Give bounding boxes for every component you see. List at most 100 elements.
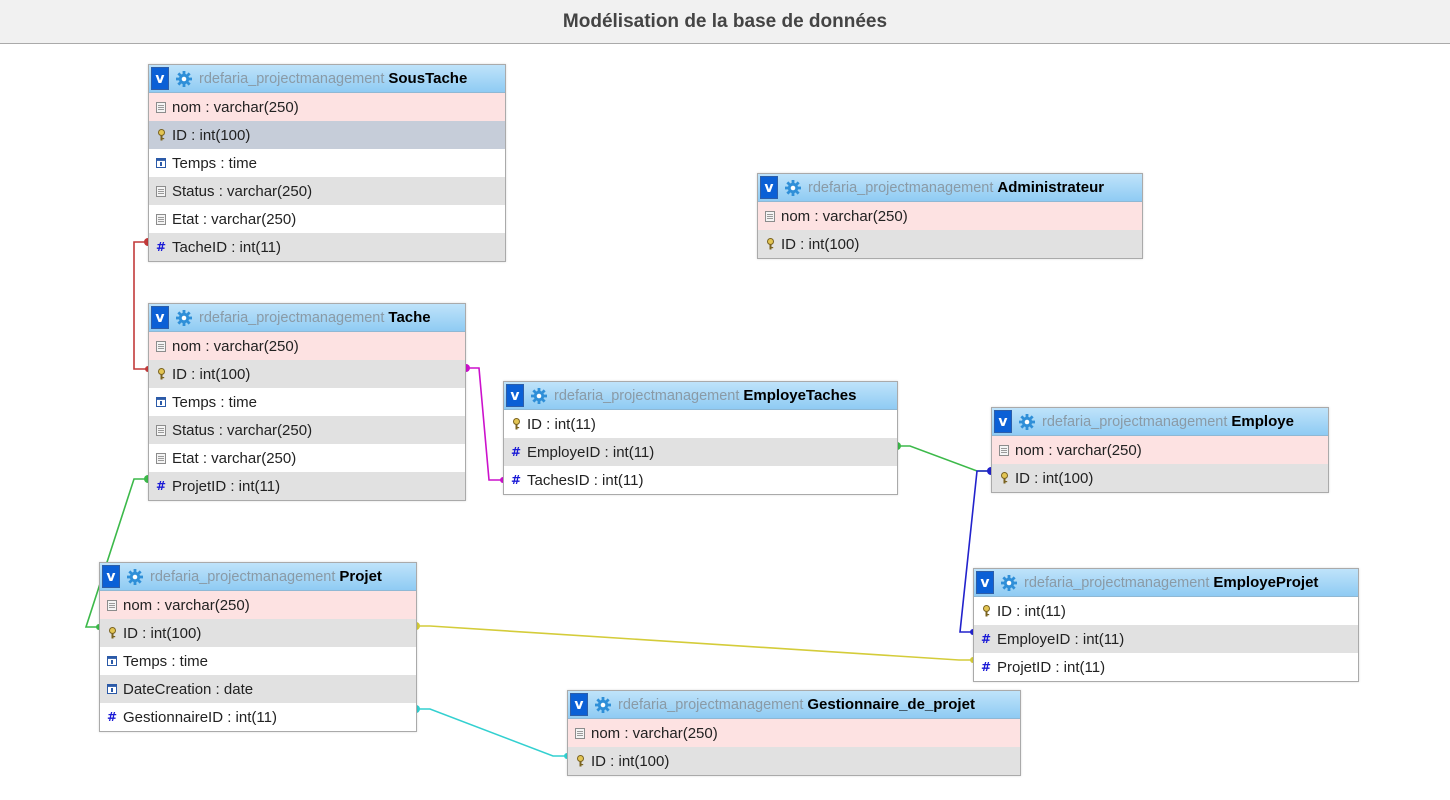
gear-icon[interactable] <box>126 568 144 586</box>
field-label: TachesID : int(11) <box>527 471 644 489</box>
toggle-columns-button[interactable]: v <box>976 571 994 594</box>
field-row[interactable]: ID : int(100) <box>568 747 1020 775</box>
table-database-name: rdefaria_projectmanagement <box>199 309 385 326</box>
table-database-name: rdefaria_projectmanagement <box>199 70 385 87</box>
gear-icon[interactable] <box>530 387 548 405</box>
field-row[interactable]: ID : int(11) <box>974 597 1358 625</box>
toggle-columns-button[interactable]: v <box>506 384 524 407</box>
gear-icon[interactable] <box>175 309 193 327</box>
field-row[interactable]: #EmployeID : int(11) <box>974 625 1358 653</box>
table-name: Administrateur <box>997 179 1105 196</box>
field-row[interactable]: Etat : varchar(250) <box>149 444 465 472</box>
key-icon <box>156 368 166 380</box>
field-row[interactable]: nom : varchar(250) <box>992 436 1328 464</box>
field-row[interactable]: DateCreation : date <box>100 675 416 703</box>
table-database-name: rdefaria_projectmanagement <box>1042 413 1228 430</box>
field-label: GestionnaireID : int(11) <box>123 708 277 726</box>
field-row[interactable]: #ProjetID : int(11) <box>974 653 1358 681</box>
field-row[interactable]: Temps : time <box>100 647 416 675</box>
relation-line <box>897 445 991 472</box>
field-row[interactable]: nom : varchar(250) <box>568 719 1020 747</box>
field-label: EmployeID : int(11) <box>527 443 655 461</box>
field-label: ID : int(100) <box>591 752 670 770</box>
table-name: EmployeProjet <box>1213 574 1319 591</box>
key-icon <box>511 418 521 430</box>
toggle-columns-button[interactable]: v <box>151 67 169 90</box>
text-icon <box>156 185 166 197</box>
gear-icon[interactable] <box>594 696 612 714</box>
gear-icon[interactable] <box>175 70 193 88</box>
field-row[interactable]: ID : int(100) <box>149 360 465 388</box>
field-row[interactable]: ID : int(100) <box>149 121 505 149</box>
field-row[interactable]: Status : varchar(250) <box>149 177 505 205</box>
field-label: nom : varchar(250) <box>123 596 250 614</box>
field-label: ID : int(100) <box>172 126 251 144</box>
gear-icon[interactable] <box>1000 574 1018 592</box>
field-row[interactable]: ID : int(100) <box>992 464 1328 492</box>
key-icon <box>765 238 775 250</box>
table-database-name: rdefaria_projectmanagement <box>150 568 336 585</box>
field-row[interactable]: Temps : time <box>149 388 465 416</box>
field-row[interactable]: #EmployeID : int(11) <box>504 438 897 466</box>
field-row[interactable]: ID : int(100) <box>100 619 416 647</box>
field-label: Status : varchar(250) <box>172 182 313 200</box>
field-label: TacheID : int(11) <box>172 238 281 256</box>
field-row[interactable]: Etat : varchar(250) <box>149 205 505 233</box>
text-icon <box>575 727 585 739</box>
field-row[interactable]: nom : varchar(250) <box>758 202 1142 230</box>
relation-line <box>416 625 973 661</box>
field-row[interactable]: #GestionnaireID : int(11) <box>100 703 416 731</box>
field-label: nom : varchar(250) <box>591 724 718 742</box>
gear-icon[interactable] <box>784 179 802 197</box>
field-label: EmployeID : int(11) <box>997 630 1125 648</box>
toggle-columns-button[interactable]: v <box>102 565 120 588</box>
table-database-name: rdefaria_projectmanagement <box>618 696 804 713</box>
field-row[interactable]: nom : varchar(250) <box>149 332 465 360</box>
toggle-columns-button[interactable]: v <box>151 306 169 329</box>
field-row[interactable]: # TacheID : int(11) <box>149 233 505 261</box>
time-icon <box>107 683 117 695</box>
field-row[interactable]: Temps : time <box>149 149 505 177</box>
text-icon <box>156 101 166 113</box>
number-icon: # <box>980 660 992 674</box>
gear-icon[interactable] <box>1018 413 1036 431</box>
field-label: nom : varchar(250) <box>781 207 908 225</box>
field-row[interactable]: Status : varchar(250) <box>149 416 465 444</box>
field-row[interactable]: nom : varchar(250) <box>100 591 416 619</box>
field-row[interactable]: #TachesID : int(11) <box>504 466 897 494</box>
number-icon: # <box>155 479 167 493</box>
table-name: Gestionnaire_de_projet <box>807 696 975 713</box>
table-name: Tache <box>388 309 431 326</box>
toggle-columns-button[interactable]: v <box>570 693 588 716</box>
field-label: nom : varchar(250) <box>1015 441 1142 459</box>
text-icon <box>156 340 166 352</box>
field-row[interactable]: nom : varchar(250) <box>149 93 505 121</box>
text-icon <box>765 210 775 222</box>
toggle-columns-button[interactable]: v <box>994 410 1012 433</box>
field-row[interactable]: ID : int(11) <box>504 410 897 438</box>
text-icon <box>107 599 117 611</box>
field-row[interactable]: ID : int(100) <box>758 230 1142 258</box>
number-icon: # <box>155 240 167 254</box>
relation-line <box>466 367 503 481</box>
toggle-columns-button[interactable]: v <box>760 176 778 199</box>
field-label: Temps : time <box>172 393 258 411</box>
field-row[interactable]: #ProjetID : int(11) <box>149 472 465 500</box>
text-icon <box>156 213 166 225</box>
